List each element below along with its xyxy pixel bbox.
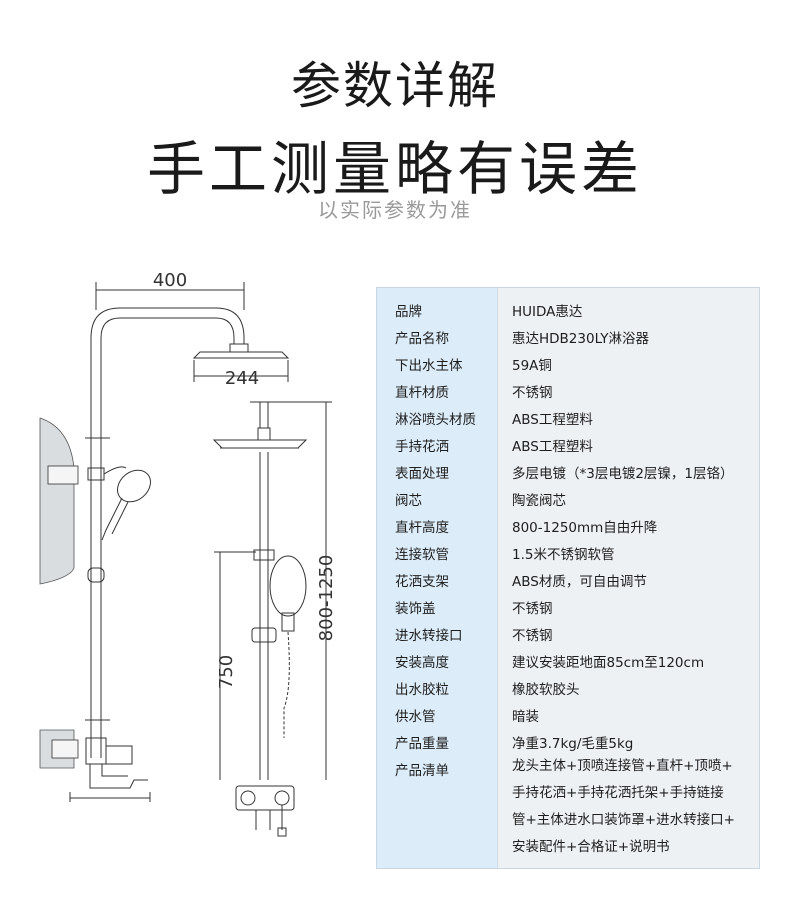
spec-label: 安装高度 (395, 655, 449, 671)
spec-value: ABS材质，可自由调节 (512, 574, 647, 590)
dim-height-range-label: 800-1250 (316, 555, 337, 642)
dim-head-diameter-label: 244 (225, 368, 259, 389)
contents-line: 手持花洒+手持花洒托架+手持链接 (512, 785, 724, 801)
spec-label: 品牌 (395, 304, 422, 320)
page-subtitle: 以实际参数为准 (318, 198, 472, 222)
contents-line: 管+主体进水口装饰罩+进水转接口+ (512, 812, 735, 828)
spec-label: 装饰盖 (395, 601, 436, 617)
page-title-line2: 手工测量略有误差 (146, 135, 643, 203)
spec-value: 不锈钢 (512, 385, 553, 401)
spec-value: 不锈钢 (512, 601, 553, 617)
spec-table: 品牌 HUIDA惠达 产品名称 惠达HDB230LY淋浴器 下出水主体 59A铜… (376, 287, 760, 869)
spec-label: 直杆材质 (395, 385, 449, 401)
spec-label: 直杆高度 (395, 520, 449, 536)
spec-label: 手持花洒 (395, 439, 449, 455)
spec-label: 连接软管 (395, 547, 449, 563)
spec-value: 多层电镀（*3层电镀2层镍，1层铬） (512, 466, 734, 482)
spec-value: 59A铜 (512, 358, 552, 374)
spec-label: 表面处理 (395, 466, 449, 482)
spec-label: 进水转接口 (395, 628, 463, 644)
spec-value: 惠达HDB230LY淋浴器 (512, 331, 650, 347)
spec-value: ABS工程塑料 (512, 412, 593, 428)
spec-label: 阀芯 (395, 493, 422, 509)
spec-value: HUIDA惠达 (512, 304, 583, 320)
contents-line: 安装配件+合格证+说明书 (512, 839, 670, 855)
shower-technical-drawing: 400 244 (30, 268, 360, 888)
spec-label: 花洒支架 (395, 574, 449, 590)
dim-handheld-height-label: 750 (216, 655, 237, 689)
spec-label: 产品名称 (395, 331, 449, 347)
spec-value: 800-1250mm自由升降 (512, 520, 658, 536)
page-title-line1: 参数详解 (291, 57, 499, 115)
spec-label: 淋浴喷头材质 (395, 412, 476, 428)
spec-label: 供水管 (395, 709, 436, 725)
spec-label: 产品清单 (395, 763, 449, 779)
spec-value: ABS工程塑料 (512, 439, 593, 455)
spec-value: 暗装 (512, 709, 539, 725)
spec-value: 不锈钢 (512, 628, 553, 644)
spec-label-column (377, 288, 497, 868)
spec-value: 陶瓷阀芯 (512, 493, 566, 509)
spec-value-contents: 龙头主体+顶喷连接管+直杆+顶喷+ 手持花洒+手持花洒托架+手持链接 管+主体进… (512, 753, 757, 861)
spec-label: 出水胶粒 (395, 682, 449, 698)
contents-line: 龙头主体+顶喷连接管+直杆+顶喷+ (512, 758, 733, 774)
spec-value: 净重3.7kg/毛重5kg (512, 736, 634, 752)
spec-value: 建议安装距地面85cm至120cm (512, 655, 705, 671)
spec-value: 橡胶软胶头 (512, 682, 580, 698)
spec-value: 1.5米不锈钢软管 (512, 547, 615, 563)
dim-top-width-label: 400 (153, 270, 187, 291)
spec-column-divider (497, 288, 498, 868)
spec-label: 下出水主体 (395, 358, 463, 374)
spec-label: 产品重量 (395, 736, 449, 752)
